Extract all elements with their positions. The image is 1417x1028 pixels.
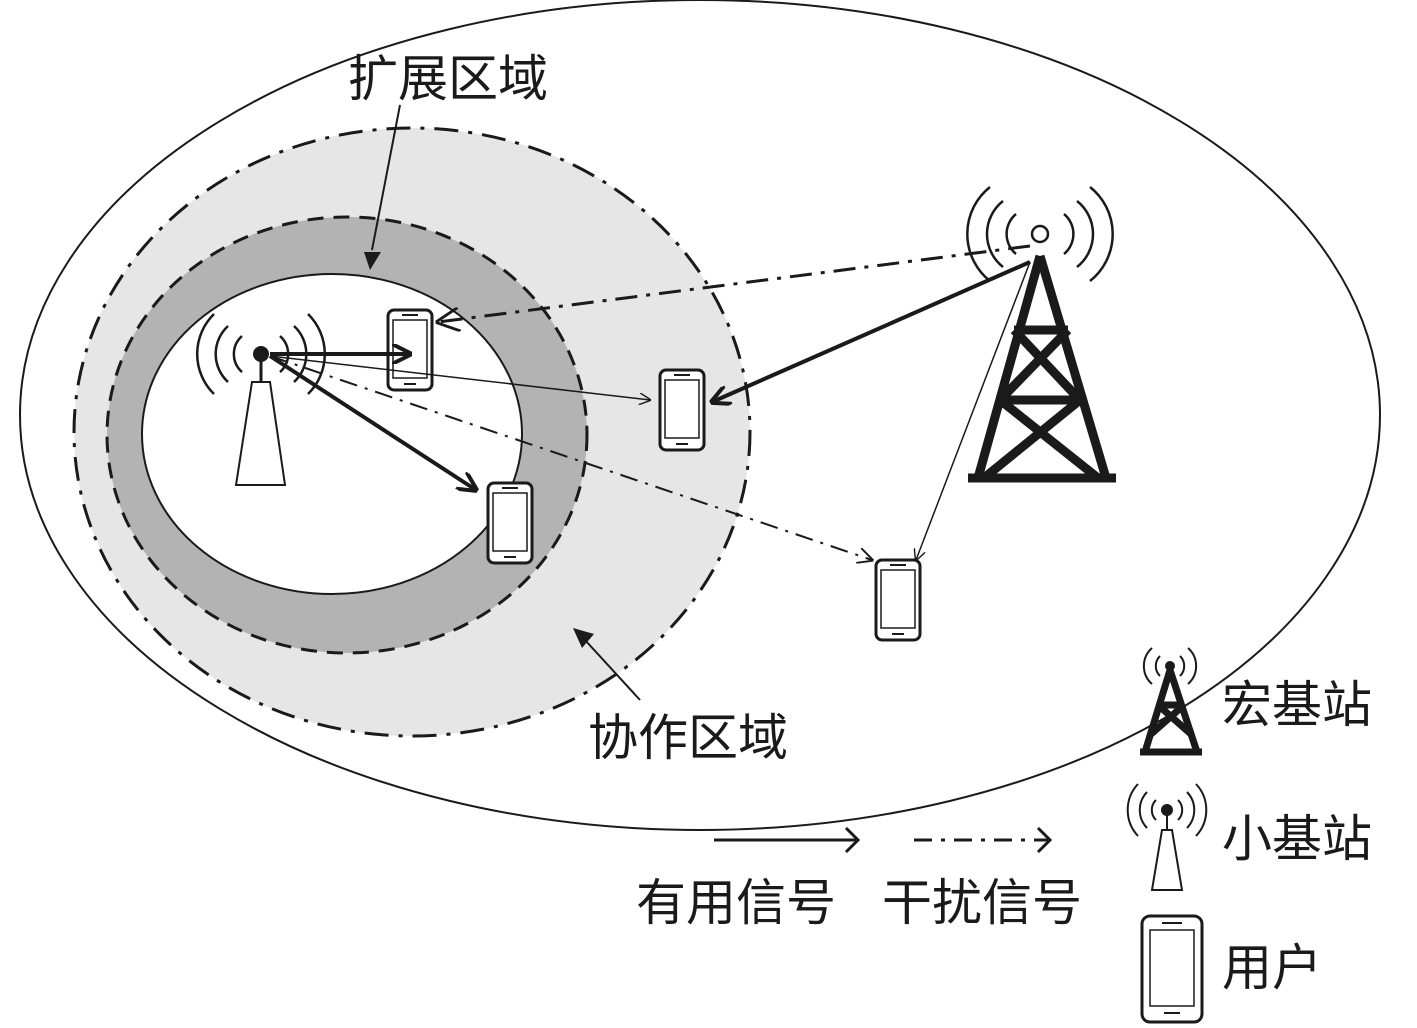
legend-small-bs-label: 小基站: [1222, 810, 1372, 868]
macro-antenna-icon: [966, 186, 1114, 282]
device-legend: 宏基站 小基站 用户: [1126, 647, 1372, 1024]
small-base-station: [196, 313, 326, 486]
extension-zone-label: 扩展区域: [348, 50, 548, 108]
legend-user-icon: [1140, 914, 1204, 1024]
user-phone-2: [658, 368, 706, 452]
interference-small-to-user4: [269, 355, 872, 560]
signal-legend: 有用信号 干扰信号: [636, 826, 1082, 932]
interference-signal-label: 干扰信号: [882, 874, 1082, 932]
user-phone-4: [874, 558, 922, 642]
small-cell-coverage: [141, 273, 523, 595]
user-phone-3: [486, 481, 534, 565]
small-antenna-tip: [253, 346, 269, 362]
useful-signal-macro-to-user2: [712, 260, 1031, 402]
useful-signal-small-to-user3: [268, 354, 476, 490]
useful-signal-macro-to-user4: [916, 261, 1031, 560]
legend-macro-bs-label: 宏基站: [1222, 676, 1372, 734]
cooperation-zone-pointer: [584, 639, 641, 701]
useful-signal-label: 有用信号: [636, 874, 836, 932]
extension-zone-pointer: [371, 104, 401, 251]
small-mast-icon: [234, 381, 287, 486]
user-phone-1: [386, 308, 434, 392]
macro-tower-icon: [968, 254, 1116, 483]
legend-macro-bs-icon: [1140, 647, 1202, 756]
extension-zone-pointer-head: [364, 252, 381, 270]
interference-macro-to-user1: [438, 244, 1031, 322]
macro-base-station: [966, 186, 1116, 483]
legend-small-bs-icon: [1126, 783, 1208, 891]
legend-user-label: 用户: [1222, 939, 1322, 997]
cooperation-zone-label: 协作区域: [588, 709, 788, 767]
useful-signal-small-to-user2: [269, 355, 650, 400]
cooperation-zone-pointer-head: [573, 628, 594, 648]
